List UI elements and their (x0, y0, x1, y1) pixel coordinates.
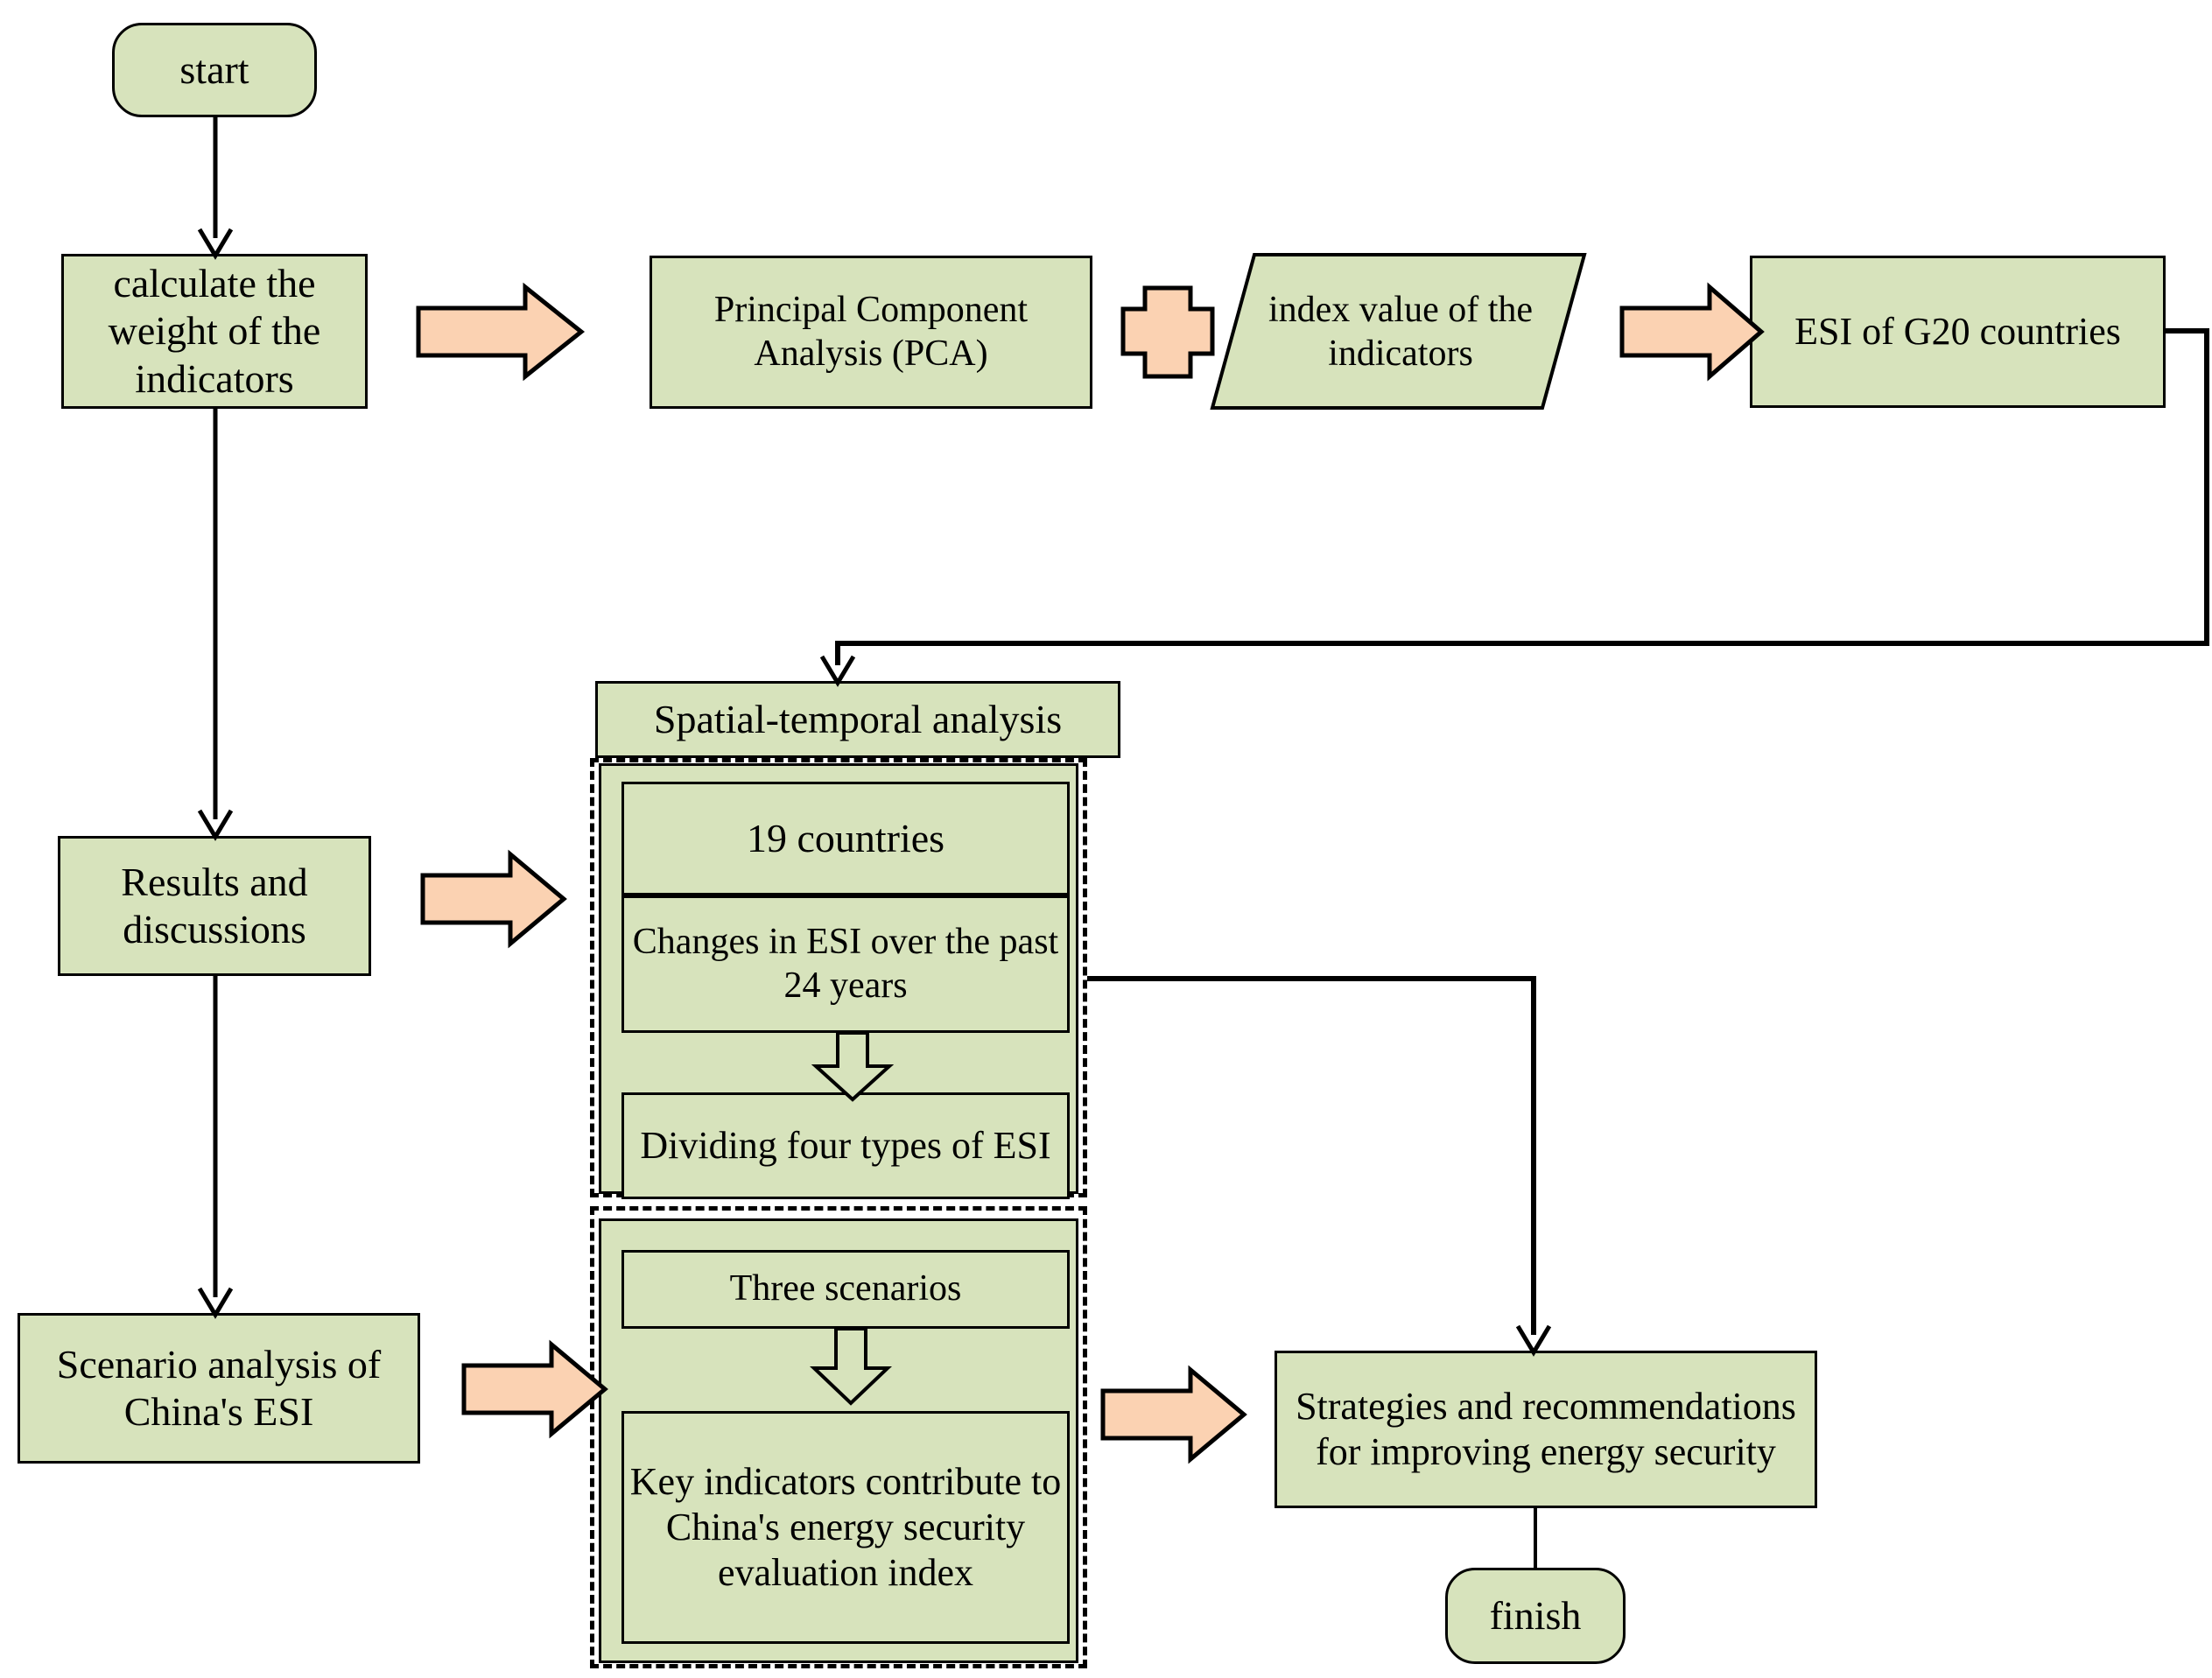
node-calculate-weight[interactable]: calculate the weight of the indicators (61, 254, 368, 409)
block-arrow-right-icon-2 (1619, 282, 1765, 382)
node-strategies[interactable]: Strategies and recommendations for impro… (1275, 1351, 1817, 1508)
node-three-scenarios[interactable]: Three scenarios (621, 1250, 1070, 1329)
node-strategies-label: Strategies and recommendations for impro… (1296, 1385, 1796, 1473)
node-three-scenarios-label: Three scenarios (729, 1268, 962, 1309)
node-19-countries[interactable]: 19 countries (621, 782, 1070, 895)
block-arrow-right-icon-5 (1100, 1365, 1247, 1464)
node-esi-g20-label: ESI of G20 countries (1794, 310, 2121, 354)
connector-results-to-scenario (197, 976, 234, 1319)
node-pca[interactable]: Principal Component Analysis (PCA) (650, 256, 1092, 409)
node-start[interactable]: start (112, 23, 317, 117)
connector-calculate-to-results (197, 409, 234, 841)
node-index-value[interactable]: index value of the indicators (1243, 263, 1558, 403)
node-esi-g20[interactable]: ESI of G20 countries (1750, 256, 2166, 408)
node-scenario-analysis-label: Scenario analysis of China's ESI (56, 1341, 382, 1434)
node-spatial-temporal-label: Spatial-temporal analysis (653, 696, 1063, 741)
node-results-discussions[interactable]: Results and discussions (58, 836, 371, 976)
plus-sign-icon (1120, 285, 1215, 379)
node-calculate-weight-label: calculate the weight of the indicators (108, 261, 321, 401)
node-key-indicators-label: Key indicators contribute to China's ene… (629, 1460, 1062, 1594)
node-finish-label: finish (1489, 1592, 1582, 1638)
node-dividing-four-types-label: Dividing four types of ESI (640, 1124, 1051, 1168)
node-pca-label: Principal Component Analysis (PCA) (713, 289, 1029, 374)
block-arrow-right-icon-4 (461, 1339, 608, 1439)
node-scenario-analysis[interactable]: Scenario analysis of China's ESI (18, 1313, 420, 1464)
node-spatial-temporal[interactable]: Spatial-temporal analysis (595, 681, 1120, 758)
node-index-value-label: index value of the indicators (1268, 290, 1534, 374)
block-arrow-right-icon-3 (420, 849, 567, 949)
block-arrow-right-icon-1 (416, 282, 586, 382)
connector-start-to-calculate (197, 117, 234, 260)
node-key-indicators[interactable]: Key indicators contribute to China's ene… (621, 1411, 1070, 1644)
node-changes-esi[interactable]: Changes in ESI over the past 24 years (621, 895, 1070, 1033)
node-results-discussions-label: Results and discussions (121, 859, 308, 951)
node-finish[interactable]: finish (1445, 1568, 1626, 1664)
node-dividing-four-types[interactable]: Dividing four types of ESI (621, 1092, 1070, 1199)
node-changes-esi-label: Changes in ESI over the past 24 years (632, 921, 1059, 1006)
connector-spatial-to-strategies (1087, 976, 1552, 1357)
node-start-label: start (179, 46, 249, 92)
node-19-countries-label: 19 countries (746, 815, 945, 860)
